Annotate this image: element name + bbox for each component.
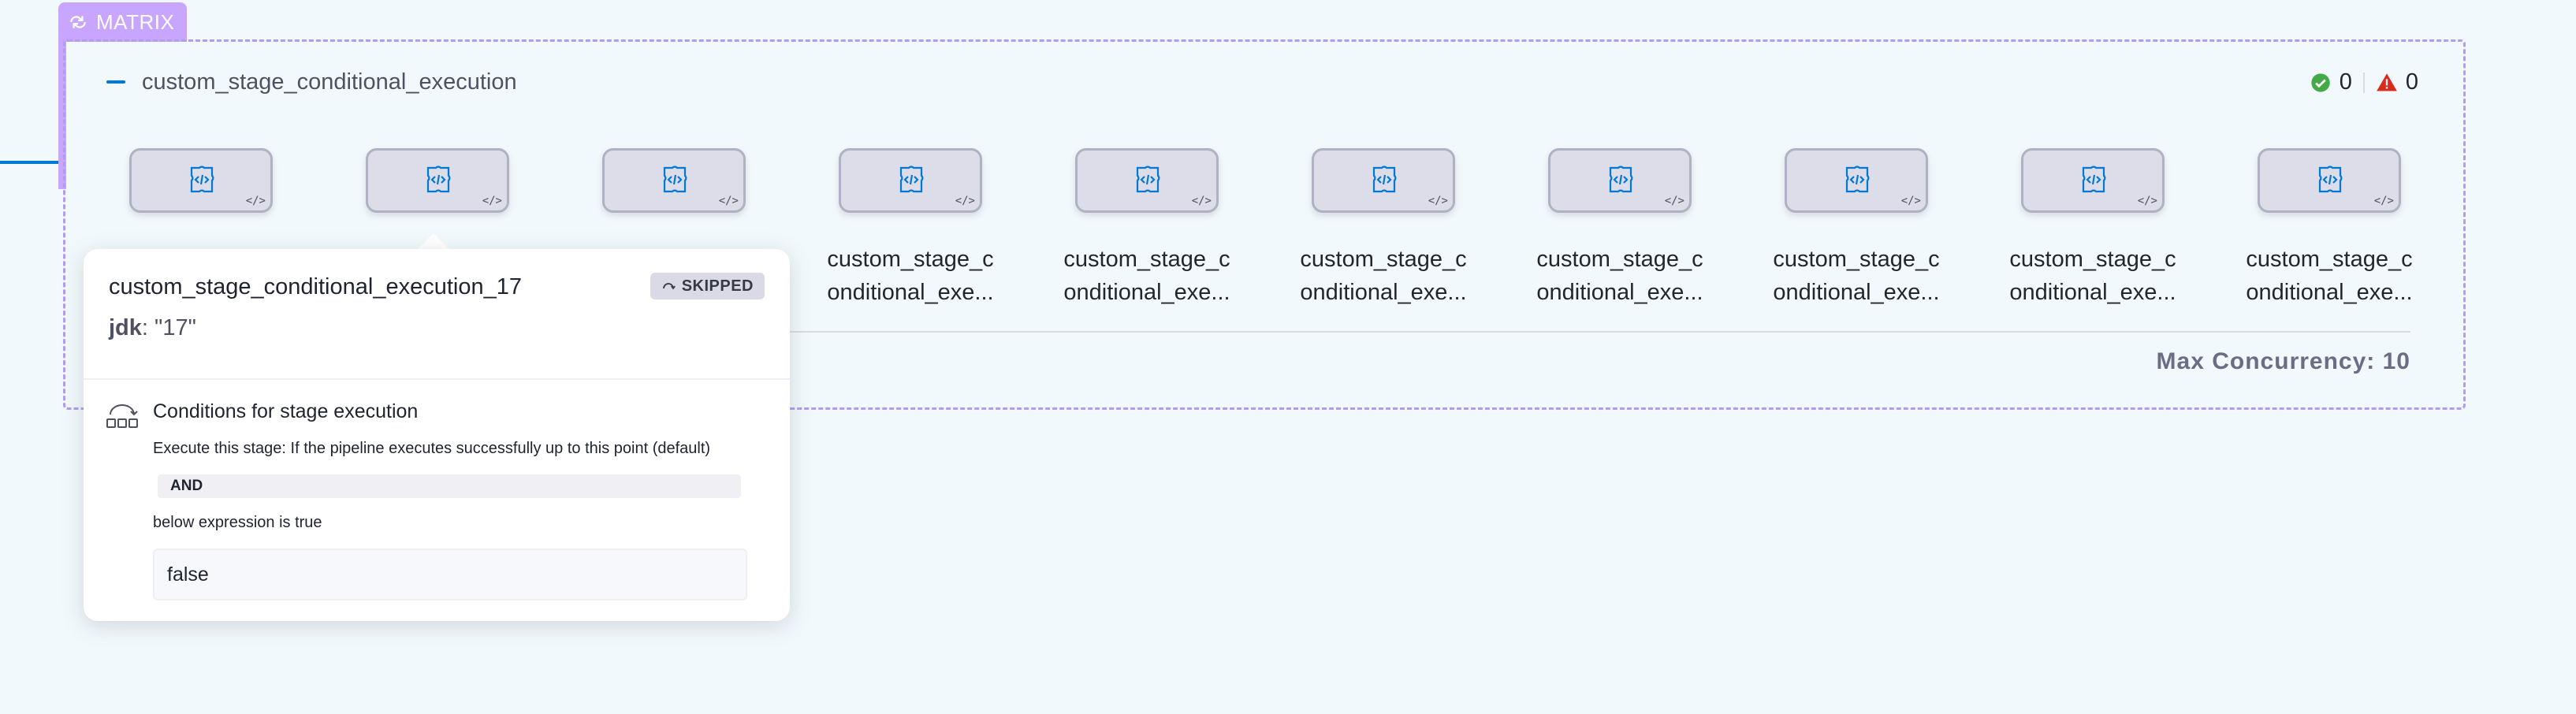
stage-label-line: custom_stage_c [2246,247,2413,272]
popover-separator [84,378,790,380]
code-badge-icon: </> [2373,195,2394,207]
code-badge-icon: </> [245,195,266,207]
stage-label-line: onditional_exe... [2009,280,2176,305]
custom-stage-code-icon [190,165,214,193]
stage-node[interactable]: </> [1075,148,1219,213]
popover-title: custom_stage_conditional_execution_17 [109,274,522,299]
custom-stage-code-icon [1136,165,1160,193]
code-badge-icon: </> [482,195,502,207]
stage-node[interactable]: </> [1785,148,1928,213]
check-circle-icon [2311,73,2330,92]
stage-label-line: onditional_exe... [1063,280,1230,305]
stage-node[interactable]: </> [2258,148,2401,213]
execute-condition-text: Execute this stage: If the pipeline exec… [153,440,711,457]
status-counts: 0 0 [2310,69,2418,95]
stage-label-line: custom_stage_c [1300,247,1467,272]
conditions-title: Conditions for stage execution [153,400,419,422]
matrix-title: custom_stage_conditional_execution [142,69,517,95]
custom-stage-code-icon [1372,165,1397,193]
custom-stage-code-icon [2318,165,2343,193]
stage-node[interactable]: </> [2021,148,2165,213]
code-badge-icon: </> [1664,195,1684,207]
stage-node[interactable]: </> [129,148,273,213]
code-badge-icon: </> [955,195,975,207]
count-separator [2362,72,2365,93]
conditional-execution-icon [106,404,138,428]
custom-stage-code-icon [2082,165,2106,193]
stage-label-line: custom_stage_c [1536,247,1703,272]
code-badge-icon: </> [2137,195,2157,207]
code-badge-icon: </> [1900,195,1921,207]
skip-icon [662,283,676,290]
stage-label: custom_stage_c onditional_exe... [1281,243,1486,309]
max-concurrency: Max Concurrency: 10 [2156,348,2410,374]
expression-value: false [153,549,747,601]
stage-label-line: onditional_exe... [827,280,994,305]
stage-label: custom_stage_c onditional_exe... [1044,243,1249,309]
stage-node[interactable]: </> [1312,148,1455,213]
status-badge: SKIPPED [650,273,765,299]
matrix-tag-stem [58,39,66,189]
param-value: : "17" [141,315,196,340]
collapse-button[interactable] [106,80,125,84]
param-key: jdk [109,315,142,340]
stage-label: custom_stage_c onditional_exe... [2227,243,2432,309]
stage-node[interactable]: </> [1548,148,1692,213]
matrix-tag-label: MATRIX [96,9,175,34]
code-badge-icon: </> [718,195,739,207]
matrix-tag: MATRIX [58,2,188,42]
stage-label-line: custom_stage_c [2009,247,2176,272]
matrix-container [63,39,2466,410]
stage-label: custom_stage_c onditional_exe... [1517,243,1722,309]
code-badge-icon: </> [1428,195,1448,207]
code-badge-icon: </> [1191,195,1212,207]
custom-stage-code-icon [426,165,451,193]
status-badge-label: SKIPPED [681,277,754,295]
custom-stage-code-icon [1845,165,1870,193]
stage-label-line: onditional_exe... [2246,280,2413,305]
stage-label-line: custom_stage_c [827,247,994,272]
custom-stage-code-icon [1609,165,1633,193]
stage-details-popover: custom_stage_conditional_execution_17 SK… [84,249,790,621]
success-count: 0 [2339,69,2352,95]
stage-label-line: onditional_exe... [1536,280,1703,305]
stage-label-line: onditional_exe... [1773,280,1940,305]
stage-label-line: custom_stage_c [1773,247,1940,272]
matrix-divider [788,331,2410,333]
warning-triangle-icon [2377,73,2397,91]
popover-arrow [418,233,449,249]
expression-label: below expression is true [153,514,322,531]
stage-label: custom_stage_c onditional_exe... [1754,243,1959,309]
and-label: AND [158,474,741,498]
stage-label: custom_stage_c onditional_exe... [1990,243,2195,309]
stage-label-line: custom_stage_c [1063,247,1230,272]
stage-label: custom_stage_c onditional_exe... [808,243,1013,309]
loop-icon [70,16,86,28]
stage-node[interactable]: </> [602,148,746,213]
matrix-param: jdk: "17" [109,315,196,341]
stage-label-line: onditional_exe... [1300,280,1467,305]
stage-node[interactable]: </> [839,148,982,213]
incoming-pipeline-link [0,161,63,164]
failed-count: 0 [2405,69,2418,95]
custom-stage-code-icon [663,165,687,193]
stage-node[interactable]: </> [366,148,509,213]
custom-stage-code-icon [899,165,924,193]
